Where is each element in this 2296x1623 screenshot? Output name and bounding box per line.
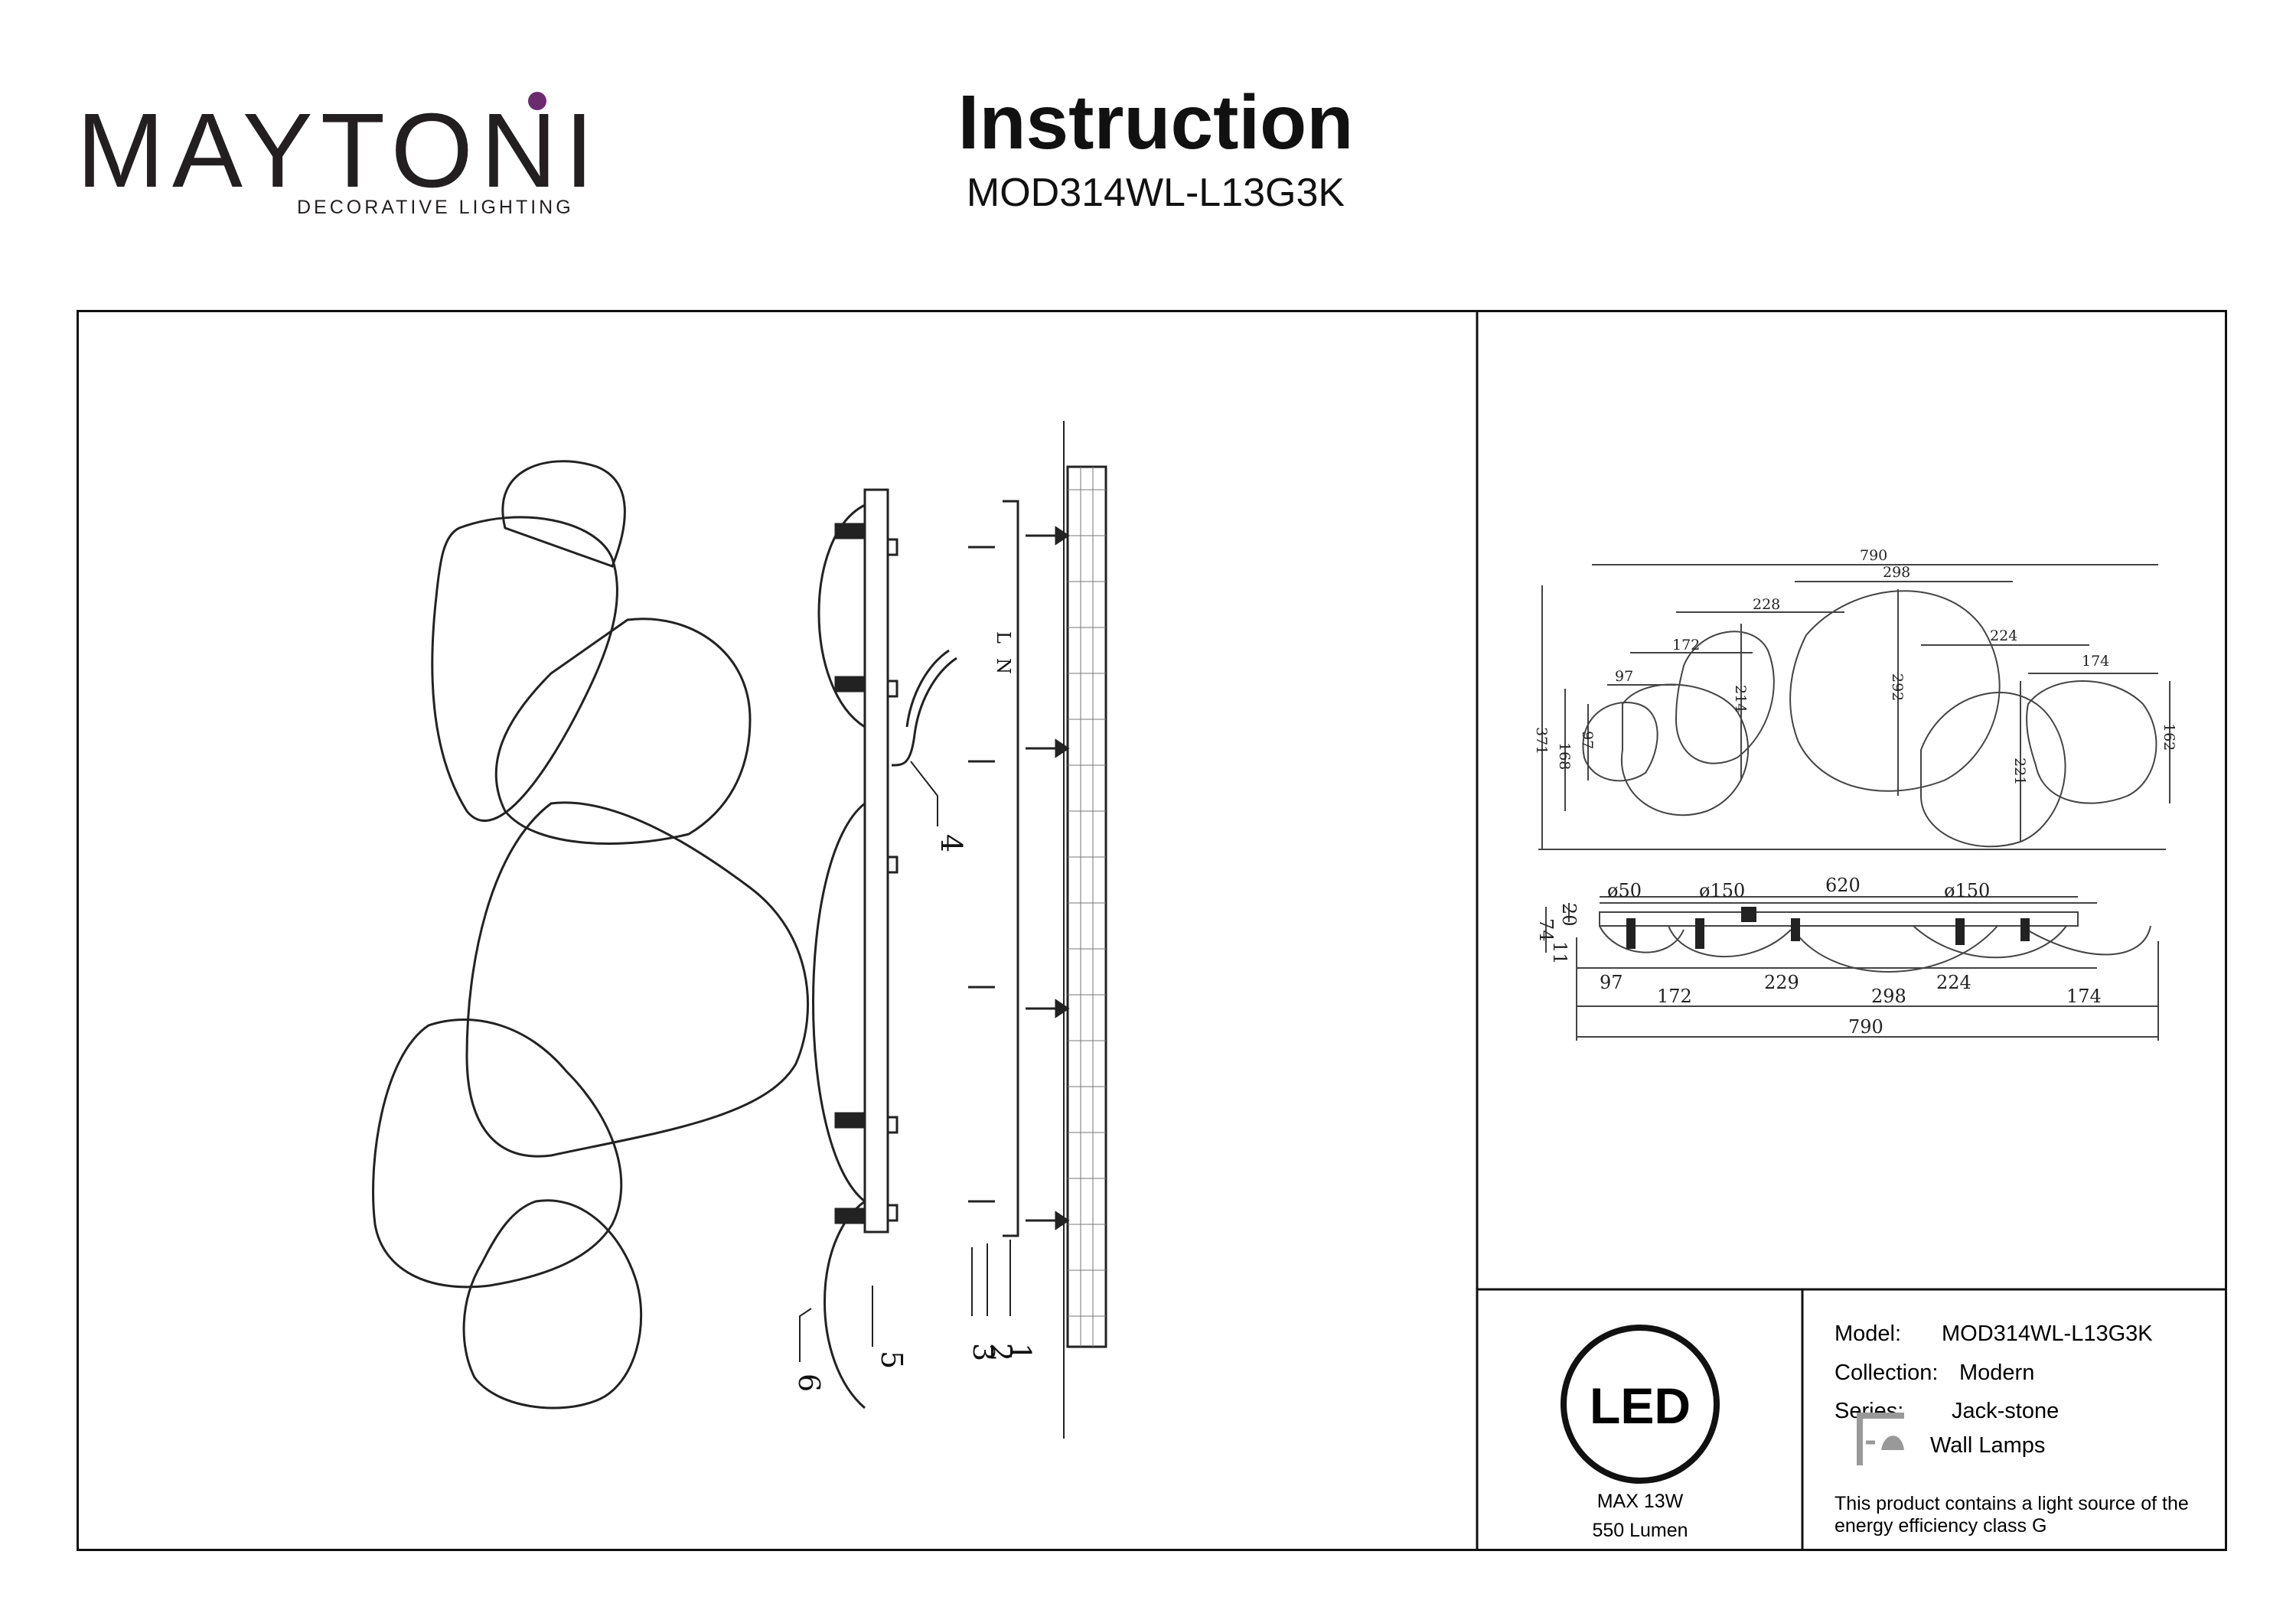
- model-subtitle: MOD314WL-L13G3K: [966, 171, 1345, 215]
- dim-224-top: 224: [1990, 627, 2017, 644]
- dimension-side-labels: 620 ø50 ø150 ø150 74 20 11 97 229 224 17…: [1535, 875, 2102, 1038]
- dim-11: 11: [1549, 941, 1570, 965]
- wiring-label-l: L: [993, 631, 1014, 644]
- brand-logo: MAYTONI: [77, 92, 602, 210]
- dim-224-side: 224: [1936, 972, 1971, 993]
- dim-168: 168: [1556, 742, 1573, 770]
- callout-1: 1: [1003, 1343, 1037, 1361]
- side-assembly-view: [812, 421, 1107, 1439]
- dim-292: 292: [1889, 673, 1906, 701]
- energy-text-line1: This product contains a light source of …: [1835, 1493, 2189, 1514]
- wall-lamp-icon: [1857, 1413, 1904, 1465]
- dim-97-top: 97: [1615, 668, 1633, 685]
- spec-collection-label: Collection:: [1835, 1361, 1938, 1385]
- dim-371: 371: [1533, 727, 1550, 754]
- dim-20: 20: [1558, 903, 1580, 927]
- lumen-rating: 550 Lumen: [1592, 1520, 1688, 1541]
- brand-tagline: DECORATIVE LIGHTING: [297, 197, 574, 218]
- energy-text-line2: energy efficiency class G: [1835, 1515, 2047, 1537]
- dimension-side-view: [1545, 896, 2159, 1041]
- callout-5: 5: [875, 1351, 908, 1369]
- dim-214: 214: [1732, 685, 1749, 712]
- brand-logo-dot: [528, 92, 546, 110]
- dim-d150-left: ø150: [1699, 880, 1745, 901]
- dim-162: 162: [2161, 723, 2177, 751]
- side-dark-blocks: [1626, 907, 2030, 949]
- dimension-front-labels: 790 298 228 224 172 174 97 371 168 97 21…: [1533, 547, 2177, 785]
- dim-97-vert: 97: [1579, 731, 1596, 749]
- category-label: Wall Lamps: [1930, 1433, 2045, 1458]
- dim-74: 74: [1535, 918, 1557, 942]
- callout-numbers: 1 2 3 4 5 6 L N: [792, 631, 1037, 1392]
- dim-174-top: 174: [2082, 653, 2109, 670]
- dim-d50: ø50: [1607, 880, 1642, 901]
- led-badge-text: LED: [1590, 1377, 1691, 1434]
- dim-172-side: 172: [1657, 986, 1692, 1007]
- dim-228: 228: [1753, 596, 1780, 613]
- callout-leaders: [799, 761, 1011, 1362]
- spec-series-label: Series:: [1835, 1399, 1903, 1423]
- power-rating: MAX 13W: [1597, 1491, 1684, 1512]
- dim-298-top: 298: [1883, 564, 1910, 581]
- callout-4: 4: [934, 834, 968, 852]
- mounting-screws: [968, 526, 1070, 1230]
- dim-221: 221: [2011, 758, 2028, 785]
- callout-6: 6: [792, 1374, 826, 1392]
- dim-174-side: 174: [2066, 986, 2102, 1007]
- spec-model-label: Model:: [1835, 1322, 1901, 1346]
- dim-229: 229: [1764, 972, 1799, 993]
- page-title: Instruction: [957, 80, 1354, 165]
- callout-2: 2: [984, 1343, 1018, 1361]
- dim-790-top: 790: [1860, 547, 1887, 564]
- front-view-stones: [372, 460, 809, 1410]
- dimension-front-view: [1538, 564, 2170, 850]
- callout-3: 3: [967, 1343, 1000, 1361]
- dim-620: 620: [1825, 875, 1861, 896]
- spec-series-value: Jack-stone: [1952, 1399, 2059, 1423]
- wiring-label-n: N: [993, 658, 1014, 674]
- led-badge-circle: [1561, 1325, 1720, 1484]
- drawing-frame: [77, 310, 2227, 1551]
- dim-172-top: 172: [1672, 637, 1700, 653]
- dim-97-side: 97: [1600, 972, 1623, 993]
- spec-model-value: MOD314WL-L13G3K: [1942, 1322, 2153, 1346]
- dim-298-side: 298: [1871, 986, 1906, 1007]
- dim-790-side: 790: [1848, 1016, 1883, 1038]
- dim-d150-right: ø150: [1944, 880, 1990, 901]
- spec-collection-value: Modern: [1959, 1361, 2034, 1385]
- wall-hatch-pattern: [1068, 467, 1106, 1347]
